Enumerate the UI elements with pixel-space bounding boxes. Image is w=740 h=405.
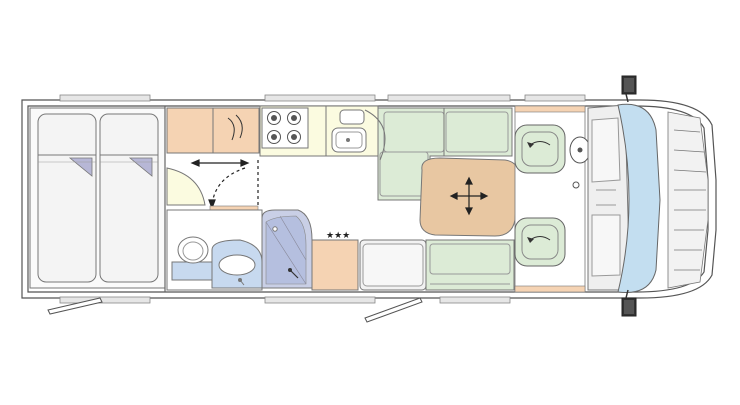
side-bench [359,239,427,291]
shower [261,209,313,289]
front-grille [667,111,709,289]
dashboard [587,104,631,291]
fridge: ★★★ [311,231,359,291]
washbasin-icon [211,239,263,289]
wardrobe [166,107,260,154]
bathroom [166,209,263,291]
mirror-icon [621,289,637,317]
mirror-icon [621,75,637,103]
hob-icon [261,107,309,149]
rear-bed [29,107,166,289]
pillow-icon [128,157,153,177]
driver-seat-icon [514,124,566,174]
cab [514,105,591,293]
bed-mattress-right [99,113,159,283]
shower-drain-icon [272,226,278,232]
move-arrows-icon [449,176,489,216]
hanger-icon [227,114,243,141]
l-seat [364,107,513,201]
passenger-seat-icon [514,217,566,267]
pillow-icon [68,157,93,177]
windshield [617,103,661,294]
door-icon [166,167,206,206]
table-icon [419,157,519,237]
toilet-icon [171,236,213,281]
bed-mattress-left [37,113,97,283]
sink-icon [331,109,367,153]
kitchen [259,105,379,157]
sofa-lower [425,239,515,291]
body-trim [59,94,586,304]
entry-door [47,297,423,323]
door-swing-arrow [190,159,259,210]
fridge-stars: ★★★ [326,231,350,241]
